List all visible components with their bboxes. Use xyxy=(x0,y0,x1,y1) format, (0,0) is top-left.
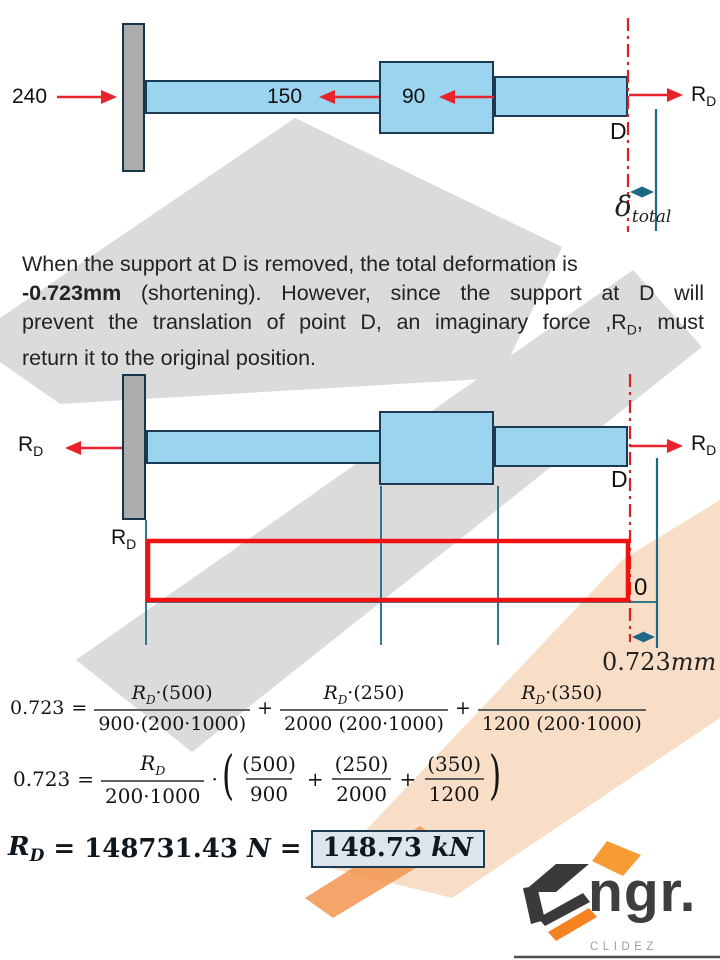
eq1-term-3: RD·(350) 1200 (200·1000) xyxy=(477,682,646,735)
bar-segment-3-top xyxy=(494,76,628,117)
result-unit-newtons: N xyxy=(246,834,271,864)
equation-2: 0.723 = RD 200·1000 · ( (500) 900 + (250… xyxy=(13,746,502,808)
equation-1: 0.723 = RD·(500) 900·(200·1000) + RD·(25… xyxy=(10,682,646,735)
eq1-plus-1: + xyxy=(257,697,274,720)
result-equals-2: = xyxy=(279,834,302,864)
eq2-right-paren: ) xyxy=(489,746,502,806)
eq2-lhs: 0.723 xyxy=(13,767,71,791)
eq1-plus-2: + xyxy=(454,697,471,720)
logo-brand-text: ngr. xyxy=(588,860,697,924)
logo-e-spine-icon xyxy=(523,886,545,924)
reaction-label-right: RD xyxy=(691,432,717,459)
delta-total-label: δtotal xyxy=(615,190,672,227)
eq2-term-1: (500) 900 xyxy=(242,752,296,806)
bar-segment-2-bottom xyxy=(379,411,494,485)
reaction-label-top: RD xyxy=(691,83,717,110)
paragraph-line-4: return it to the original position. xyxy=(22,346,316,371)
result-value-newtons: 148731.43 xyxy=(84,834,238,864)
eq1-term-1: RD·(500) 900·(200·1000) xyxy=(94,682,251,735)
eq1-equals: = xyxy=(71,697,88,720)
eq2-equals: = xyxy=(77,767,95,791)
eq2-plus-1: + xyxy=(306,767,324,791)
force-label-150: 150 xyxy=(267,85,303,108)
fixed-support-wall-top xyxy=(122,23,145,172)
final-result-line: RD = 148731.43 N = 148.73 kN xyxy=(8,830,485,868)
zero-label: 0 xyxy=(634,574,648,601)
bar-segment-1-top xyxy=(145,80,381,114)
eq2-term-2: (250) 2000 xyxy=(331,752,393,806)
reaction-label-left: RD xyxy=(18,433,44,460)
paragraph-line-2: -0.723mm (shortening). However, since th… xyxy=(22,280,704,305)
eq2-dot: · xyxy=(211,767,218,791)
result-boxed-answer: 148.73 kN xyxy=(310,830,485,868)
result-equals-1: = xyxy=(53,834,76,864)
paragraph-line-3: prevent the translation of point D, an i… xyxy=(22,309,704,338)
internal-force-diagram-box xyxy=(145,538,631,603)
logo-subtitle-text: CLIDEZ xyxy=(590,941,658,953)
point-d-label-top: D xyxy=(610,118,627,144)
result-variable: RD xyxy=(8,831,45,867)
dimension-label-0723mm: 0.723mm xyxy=(602,648,717,676)
paragraph-line-1: When the support at D is removed, the to… xyxy=(22,252,578,276)
bar-segment-3-bottom xyxy=(494,426,628,467)
eq2-coefficient: RD 200·1000 xyxy=(101,751,205,808)
eq2-term-3: (350) 1200 xyxy=(423,752,485,806)
force-plot-label: RD xyxy=(111,526,137,553)
logo-e-top-stroke-icon xyxy=(523,864,589,892)
eq2-plus-2: + xyxy=(399,767,417,791)
eq1-term-2: RD·(250) 2000 (200·1000) xyxy=(280,682,448,735)
explanation-paragraph: When the support at D is removed, the to… xyxy=(22,250,704,373)
force-label-240: 240 xyxy=(12,85,48,108)
force-label-90: 90 xyxy=(402,85,426,108)
bar-segment-2-top xyxy=(379,61,494,134)
eq1-lhs: 0.723 xyxy=(10,697,65,720)
logo-e-middle-stroke-icon xyxy=(538,893,590,926)
eq2-left-paren: ( xyxy=(221,746,235,806)
fixed-support-wall-bottom xyxy=(122,374,146,520)
point-d-label-bottom: D xyxy=(611,466,628,492)
bar-segment-1-bottom xyxy=(146,430,381,464)
